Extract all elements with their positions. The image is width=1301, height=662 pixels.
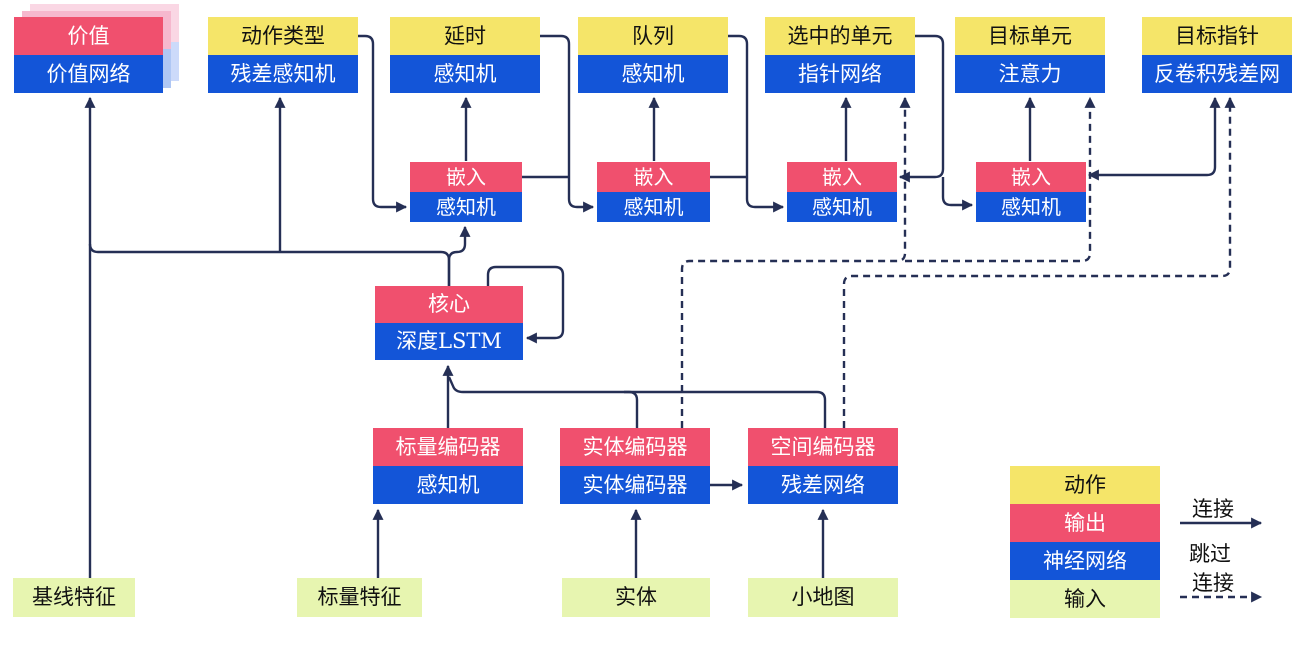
node-embed-4-label: 嵌入 [976,162,1086,192]
node-embed-3-label: 嵌入 [787,162,897,192]
node-minimap-label: 小地图 [748,578,898,617]
node-queued-network: 感知机 [578,55,728,93]
node-embed-1-label: 嵌入 [410,162,522,192]
edge-entityenc-branch [624,390,639,428]
node-spatial-encoder: 空间编码器 残差网络 [748,428,898,504]
node-target-unit: 目标单元 注意力 [955,17,1105,93]
edge-selected-drop-to-embed4 [941,177,974,211]
node-core-network: 深度LSTM [375,323,523,360]
node-selected-units: 选中的单元 指针网络 [765,17,915,93]
node-selected-units-network: 指针网络 [765,55,915,93]
node-delay-label: 延时 [390,17,540,55]
node-target-point-label: 目标指针 [1142,17,1292,55]
node-queued-label: 队列 [578,17,728,55]
node-core-label: 核心 [375,286,523,323]
legend-dashed-label-line1: 跳过 [1189,542,1231,566]
node-queued: 队列 感知机 [578,17,728,93]
node-embed-3: 嵌入 感知机 [787,162,897,222]
node-spatial-encoder-network: 残差网络 [748,466,898,504]
node-entity-encoder: 实体编码器 实体编码器 [560,428,710,504]
node-spatial-encoder-label: 空间编码器 [748,428,898,466]
legend-output: 输出 [1010,504,1160,542]
node-embed-2-label: 嵌入 [597,162,710,192]
edge-actiontype-to-embed1 [358,34,408,213]
node-selected-units-label: 选中的单元 [765,17,915,55]
node-target-point: 目标指针 反卷积残差网 [1142,17,1292,93]
edge-queued-drop-to-embed3 [728,34,785,213]
node-target-unit-label: 目标单元 [955,17,1105,55]
node-scalar-features-label: 标量特征 [297,578,422,617]
node-embed-3-network: 感知机 [787,192,897,222]
node-value-network: 价值网络 [14,55,163,93]
node-action-type-network: 残差感知机 [208,55,358,93]
edge-selected-drop-left-arrow [898,34,945,183]
node-embed-4-network: 感知机 [976,192,1086,222]
node-embed-2-network: 感知机 [597,192,710,222]
edge-core-to-embed1 [447,225,471,287]
skip-entityenc-to-pointer [680,96,911,428]
node-embed-4: 嵌入 感知机 [976,162,1086,222]
node-value: 价值 价值网络 [14,17,163,93]
edge-core-self-loop [486,265,565,344]
legend-solid-label: 连接 [1192,497,1234,521]
edge-trunk-left [88,243,451,287]
legend-dashed-label-line2: 连接 [1192,571,1234,595]
edge-embed4-targetpoint [1087,96,1221,181]
node-action-type: 动作类型 残差感知机 [208,17,358,93]
node-entity-encoder-label: 实体编码器 [560,428,710,466]
node-delay-network: 感知机 [390,55,540,93]
skip-entityenc-to-attention [905,96,1096,263]
node-embed-2: 嵌入 感知机 [597,162,710,222]
node-embed-1: 嵌入 感知机 [410,162,522,222]
legend-action: 动作 [1010,466,1160,504]
node-value-label: 价值 [14,17,163,55]
node-scalar-encoder-network: 感知机 [373,466,523,504]
legend-neural-network: 神经网络 [1010,542,1160,580]
node-scalar-features: 标量特征 [297,578,422,617]
node-core: 核心 深度LSTM [375,286,523,360]
node-entities-label: 实体 [562,578,710,617]
skip-spatialenc-to-deconv [842,96,1236,428]
node-entities: 实体 [562,578,710,617]
node-delay: 延时 感知机 [390,17,540,93]
node-baseline-features: 基线特征 [13,578,135,617]
legend-input: 输入 [1010,580,1160,618]
node-scalar-encoder: 标量编码器 感知机 [373,428,523,504]
edge-delay-drop-to-embed2 [540,34,595,213]
node-action-type-label: 动作类型 [208,17,358,55]
legend-color-key: 动作 输出 神经网络 输入 [1010,466,1160,618]
node-baseline-features-label: 基线特征 [13,578,135,617]
node-minimap: 小地图 [748,578,898,617]
node-scalar-encoder-label: 标量编码器 [373,428,523,466]
node-target-unit-network: 注意力 [955,55,1105,93]
edge-encoder-bus [447,376,827,428]
node-embed-1-network: 感知机 [410,192,522,222]
node-target-point-network: 反卷积残差网 [1142,55,1292,93]
node-entity-encoder-network: 实体编码器 [560,466,710,504]
